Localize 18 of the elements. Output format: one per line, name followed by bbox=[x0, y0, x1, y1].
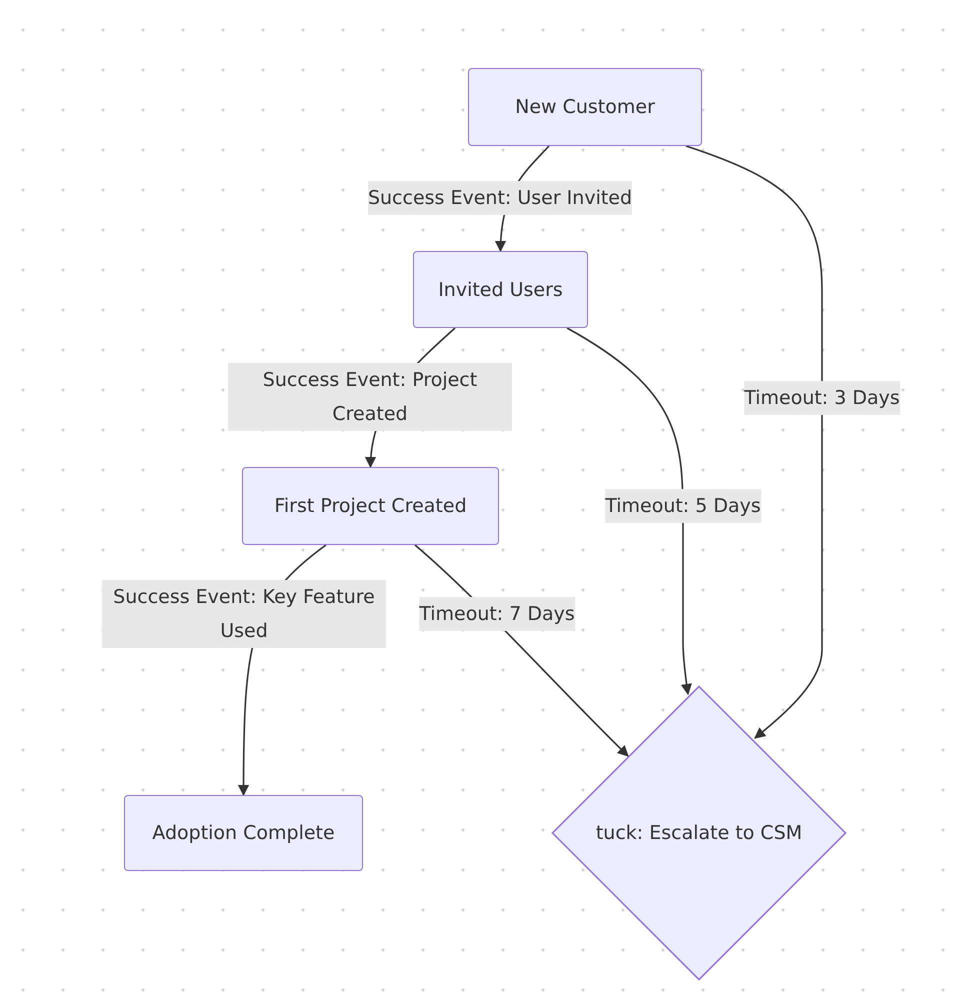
process-box bbox=[413, 251, 588, 328]
node-text: First Project Created bbox=[274, 495, 467, 517]
node-text: Adoption Complete bbox=[152, 822, 335, 844]
edge-label: Success Event: Key Feature Used bbox=[102, 580, 386, 648]
edge-label: Timeout: 5 Days bbox=[605, 489, 761, 523]
edge-label: Timeout: 3 Days bbox=[744, 381, 900, 415]
edge-label: Success Event: User Invited bbox=[368, 181, 632, 215]
process-box bbox=[124, 795, 363, 871]
decision-diamond bbox=[551, 685, 847, 981]
edge-label: Success Event: Project Created bbox=[228, 363, 512, 431]
arrow bbox=[686, 145, 823, 739]
node-text: New Customer bbox=[515, 96, 655, 118]
process-box bbox=[468, 68, 702, 146]
arrow bbox=[566, 327, 692, 696]
node-text: tuck: Escalate to CSM bbox=[596, 822, 802, 844]
edge-label: Timeout: 7 Days bbox=[419, 597, 575, 631]
process-box bbox=[242, 467, 499, 545]
node-text: Invited Users bbox=[438, 278, 563, 300]
